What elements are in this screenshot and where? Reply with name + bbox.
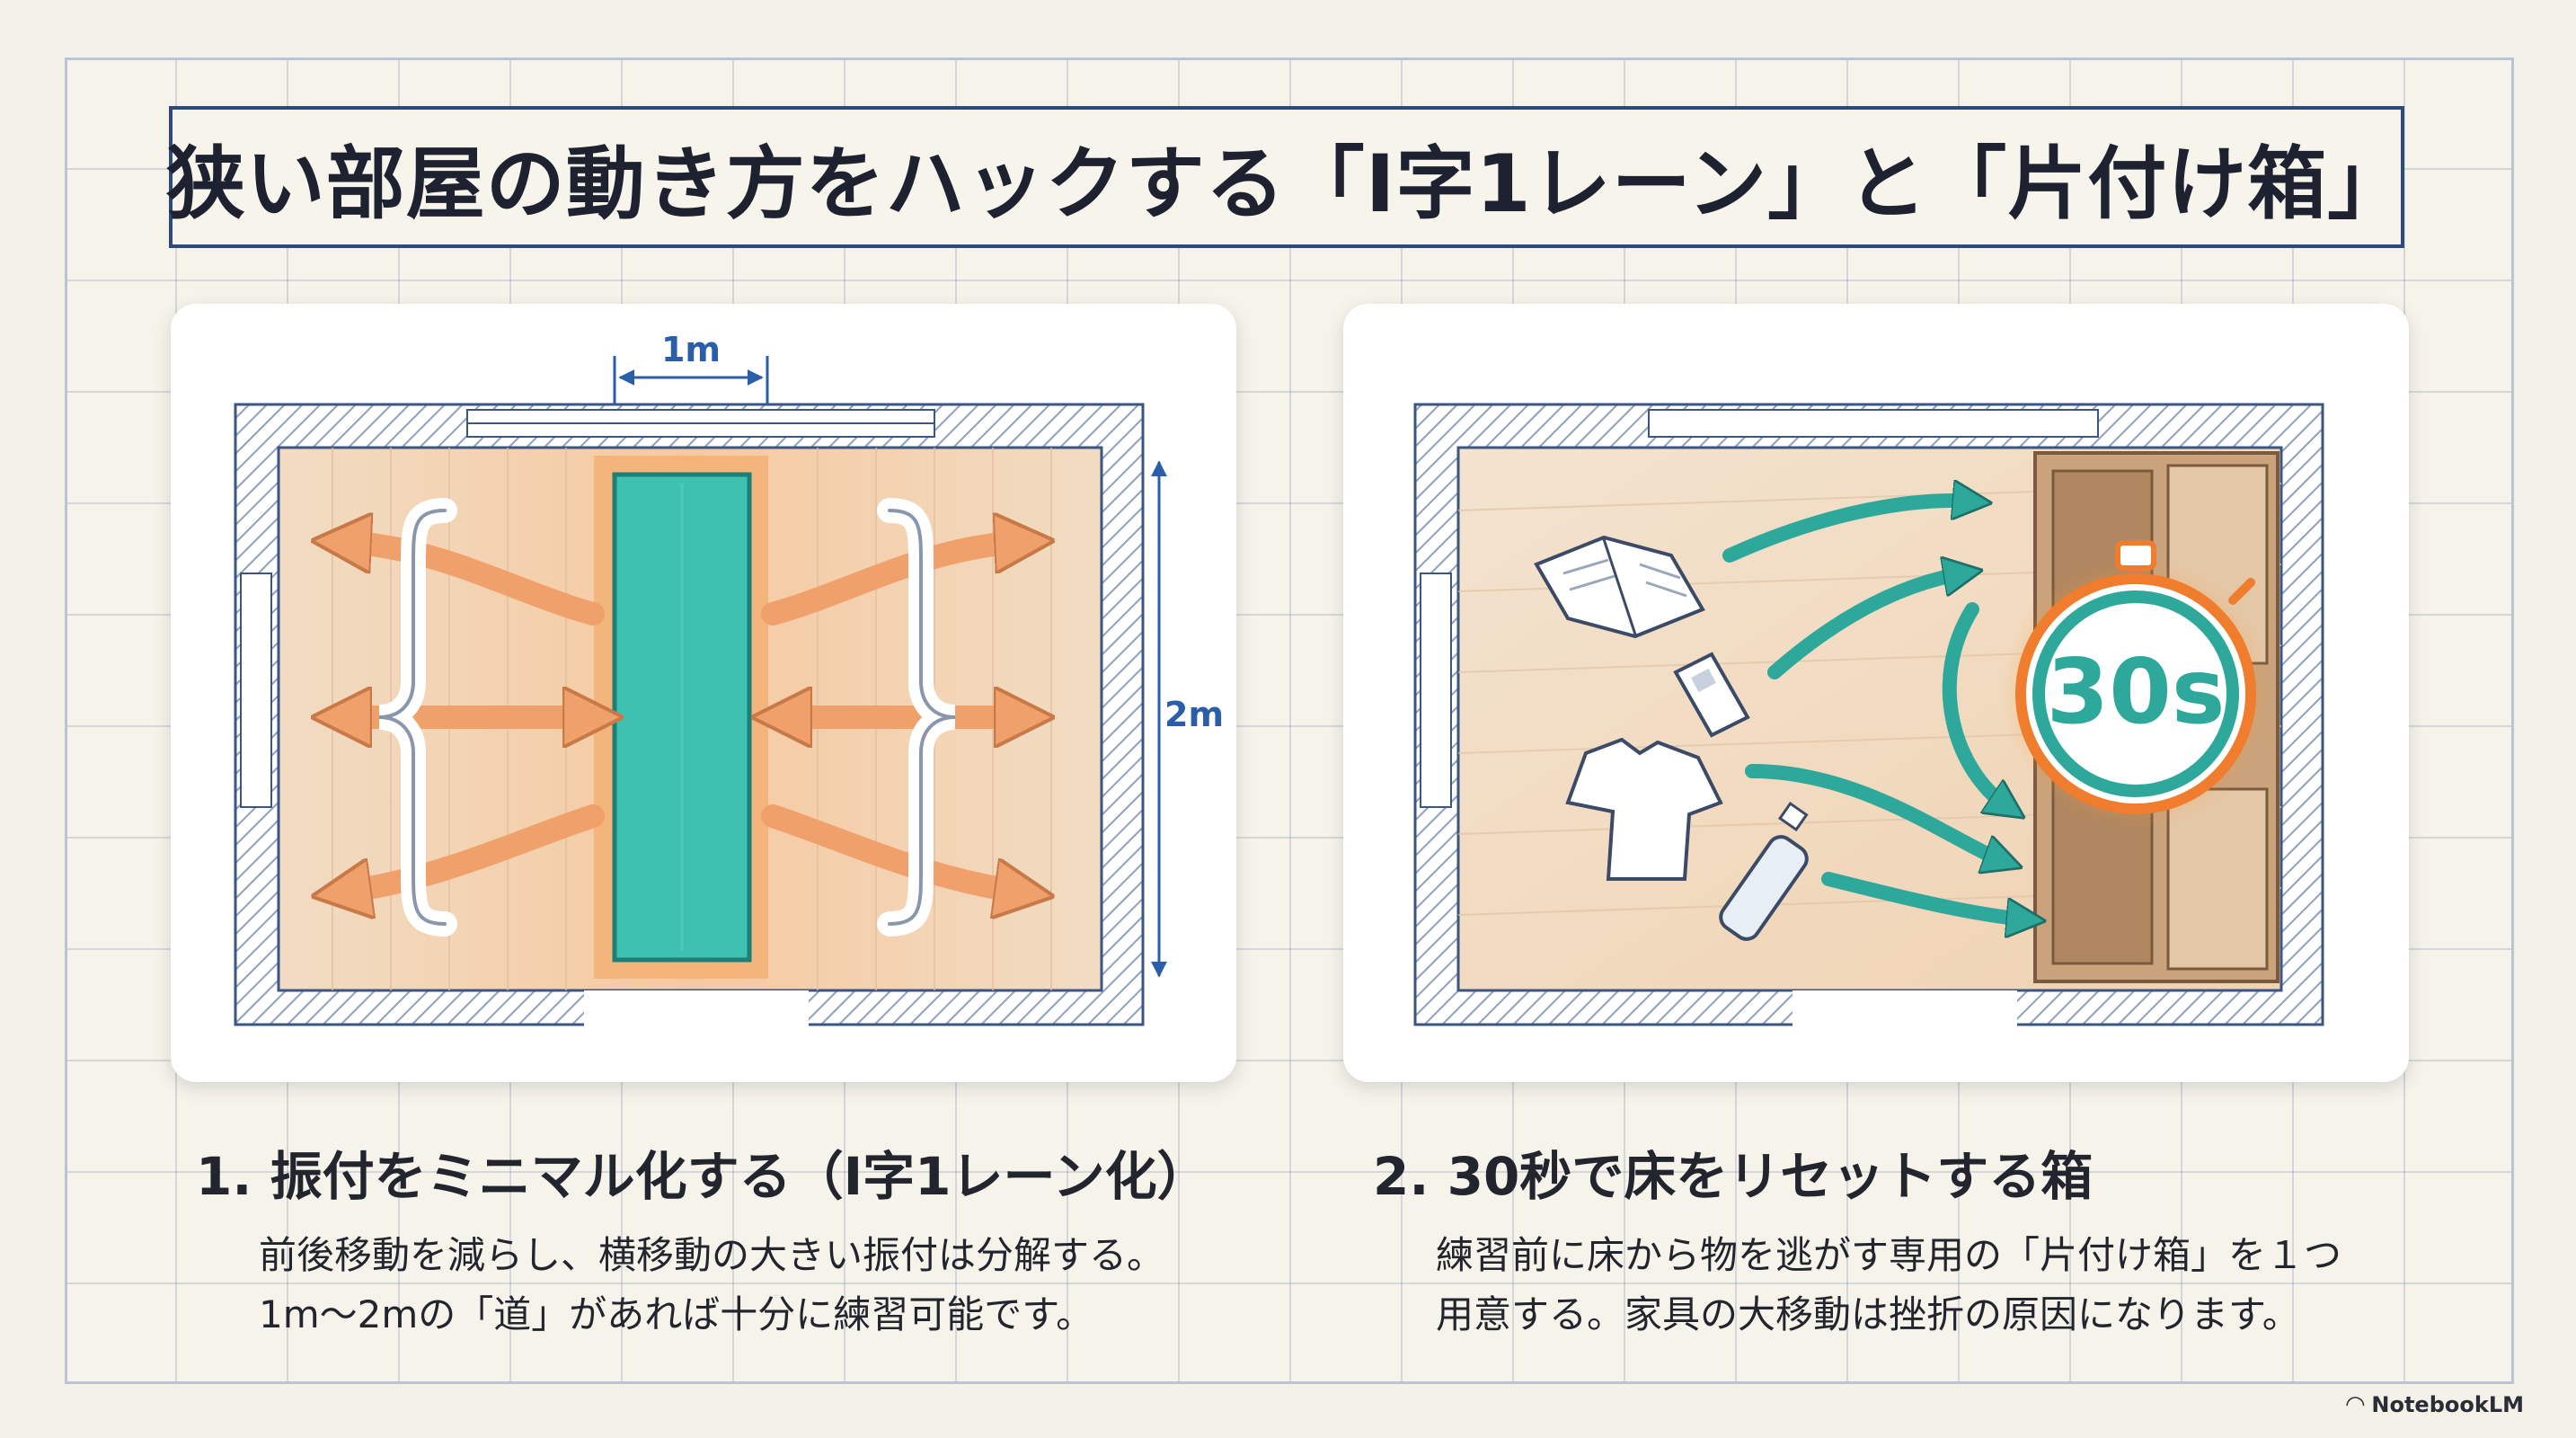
arrow-down-left xyxy=(341,804,605,892)
arrow-bottle-to-box xyxy=(1821,872,2026,919)
arrow-curve-to-box xyxy=(1942,602,2008,807)
arrow-up-left xyxy=(341,542,605,626)
lane-caption: 1. 振付をミニマル化する（I字1レーン化） 前後移動を減らし、横移動の大きい振… xyxy=(196,1134,1209,1345)
title-banner: 狭い部屋の動き方をハックする「I字1レーン」と「片付け箱」 xyxy=(166,106,2406,248)
lane-floorplan-diagram: 1m 2m xyxy=(234,330,1224,1028)
tidy-box-diagram-card: 30s xyxy=(1343,304,2409,1082)
page-title: 狭い部屋の動き方をハックする「I字1レーン」と「片付け箱」 xyxy=(165,137,2408,230)
arrow-book-to-box xyxy=(1722,501,1972,563)
book-icon xyxy=(1534,535,1705,639)
window-left xyxy=(240,573,272,808)
arrow-down-right xyxy=(761,804,1024,892)
right-movement-arrows xyxy=(773,542,1024,892)
brand-name: NotebookLM xyxy=(2371,1392,2524,1417)
brand-watermark: ◠ NotebookLM xyxy=(2346,1391,2524,1418)
tidy-arrows xyxy=(1722,501,2026,919)
window-left xyxy=(1420,573,1452,808)
tidy-box-floorplan-diagram: 30s xyxy=(1413,403,2324,1028)
tidy-box-caption: 2. 30秒で床をリセットする箱 練習前に床から物を逃がす専用の「片付け箱」を１… xyxy=(1373,1134,2341,1345)
stopwatch-icon: 30s xyxy=(2015,540,2256,814)
notebook-logo-icon: ◠ xyxy=(2346,1391,2365,1418)
tshirt-icon xyxy=(1565,737,1723,881)
arrow-up-right xyxy=(761,542,1024,626)
lane-caption-line-2: 1m〜2mの「道」があれば十分に練習可能です。 xyxy=(259,1292,1094,1336)
tidy-box-caption-line-1: 練習前に床から物を逃がす専用の「片付け箱」を１つ xyxy=(1436,1233,2342,1277)
door-opening xyxy=(1793,990,2017,1028)
lane-diagram-card: 1m 2m xyxy=(171,304,1236,1082)
length-label: 2m xyxy=(1164,695,1224,734)
width-label: 1m xyxy=(661,330,721,369)
arrow-shirt-to-box xyxy=(1745,764,2004,861)
tidy-box-caption-line-2: 用意する。家具の大移動は挫折の原因になります。 xyxy=(1436,1292,2300,1336)
lane-caption-line-1: 前後移動を減らし、横移動の大きい振付は分解する。 xyxy=(259,1233,1165,1277)
tidy-box-caption-heading: 2. 30秒で床をリセットする箱 xyxy=(1373,1146,2094,1207)
door-opening xyxy=(584,990,809,1028)
window-top xyxy=(1648,409,2099,438)
lane-caption-heading: 1. 振付をミニマル化する（I字1レーン化） xyxy=(196,1146,1209,1207)
water-bottle-icon xyxy=(1719,801,1809,941)
timer-label: 30s xyxy=(2047,639,2226,744)
arrow-paper-to-box xyxy=(1767,573,1963,679)
paper-icon xyxy=(1673,652,1750,738)
